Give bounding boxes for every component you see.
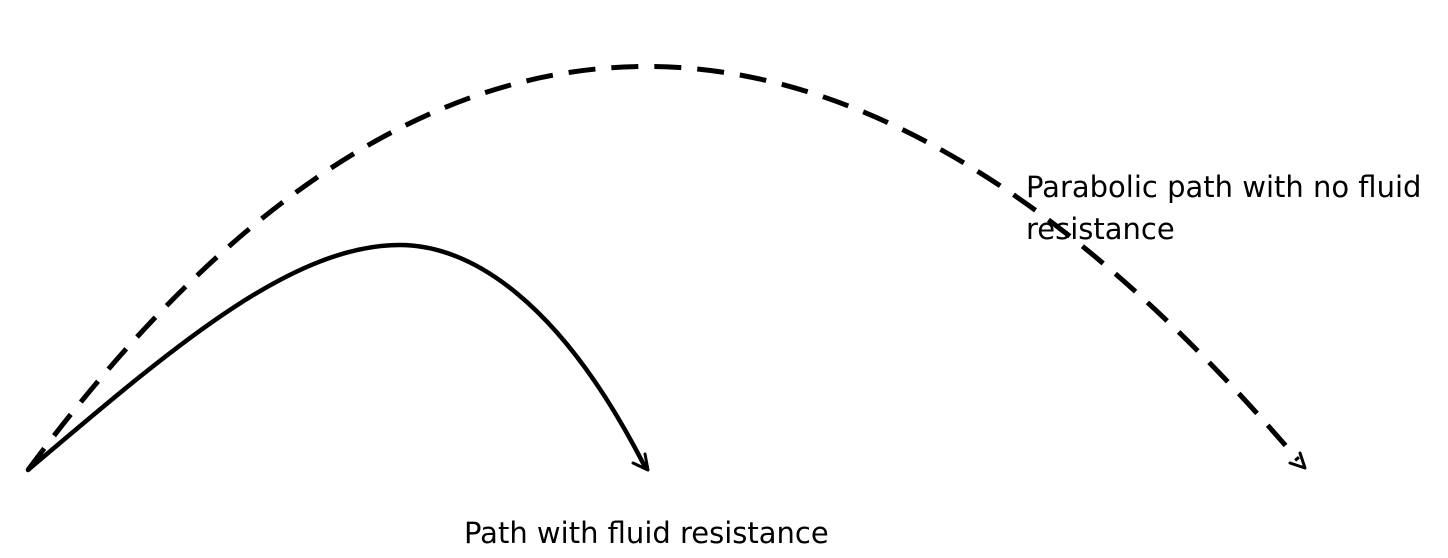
path-with-fluid-resistance: [25, 242, 648, 473]
parabolic-path-label-line2: resistance: [1026, 212, 1175, 246]
fluid-resistance-path-label: Path with fluid resistance: [464, 516, 829, 550]
parabolic-path-arrowhead: [1288, 451, 1307, 470]
fluid-path-arrowhead: [631, 452, 650, 472]
parabolic-path-no-resistance: [25, 64, 1300, 472]
parabolic-path-label: Parabolic path with no fluid resistance: [1026, 166, 1421, 250]
parabolic-path-label-line1: Parabolic path with no fluid: [1026, 170, 1422, 204]
